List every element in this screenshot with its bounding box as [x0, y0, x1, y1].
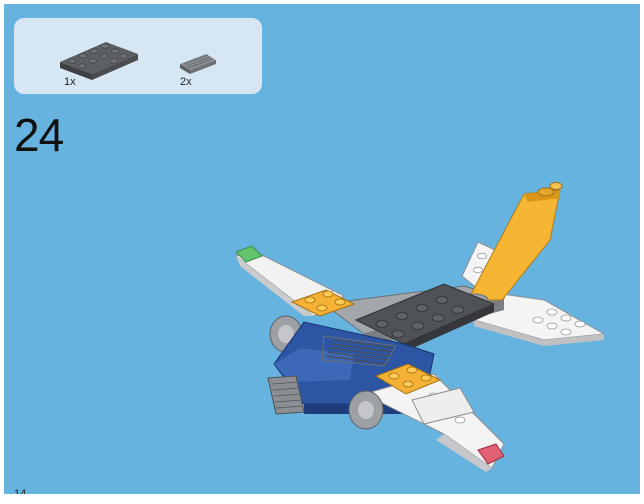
instruction-page: 1x 2x 24: [4, 4, 640, 494]
airplane-model-illustration: [4, 4, 640, 494]
page-number: 14: [14, 488, 26, 494]
